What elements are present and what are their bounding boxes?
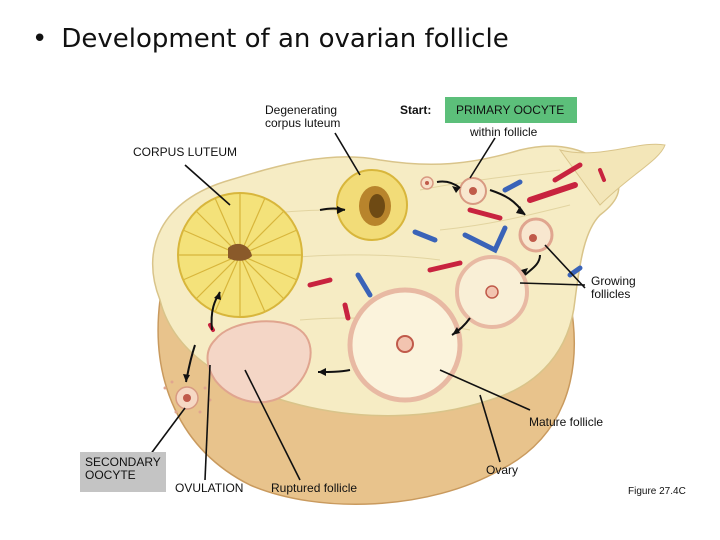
ovary-ligament	[558, 143, 666, 206]
slide-title: • Development of an ovarian follicle	[32, 24, 509, 54]
label-primary-oocyte: PRIMARY OOCYTE	[456, 103, 565, 117]
label-corpus-luteum: CORPUS LUTEUM	[133, 145, 238, 159]
blood-vessels	[208, 162, 606, 332]
label-ovary: Ovary	[486, 463, 519, 477]
leader-lines	[149, 132, 586, 481]
secondary-oocyte-box: SECONDARY OOCYTE	[80, 452, 166, 492]
secondary-oocyte	[175, 386, 199, 410]
label-secondary-oocyte: SECONDARY OOCYTE	[85, 455, 161, 482]
label-within-follicle: within follicle	[470, 125, 538, 139]
title-text: Development of an ovarian follicle	[61, 24, 509, 54]
bullet: •	[32, 24, 48, 54]
ovulation-cells	[163, 380, 212, 414]
corpus-luteum	[177, 192, 303, 318]
degenerating-corpus-luteum	[336, 169, 408, 241]
arrow-heads	[183, 186, 528, 382]
label-degenerating-corpus-luteum: Degenerating corpus luteum	[265, 103, 341, 130]
ruptured-follicle	[206, 320, 312, 404]
mature-follicle	[347, 287, 463, 403]
growing-follicle-1	[518, 217, 554, 253]
label-ovulation: OVULATION	[175, 481, 244, 495]
label-growing-follicles: Growing follicles	[591, 274, 636, 301]
label-start: Start:	[400, 103, 432, 117]
figure-caption: Figure 27.4C	[628, 486, 686, 497]
primary-oocyte-box: PRIMARY OOCYTE	[445, 97, 577, 123]
primary-follicle	[459, 177, 487, 205]
label-mature-follicle: Mature follicle	[529, 415, 604, 429]
primary-follicle-small	[420, 176, 434, 190]
label-ruptured-follicle: Ruptured follicle	[271, 481, 358, 495]
growing-follicle-2	[455, 255, 529, 329]
